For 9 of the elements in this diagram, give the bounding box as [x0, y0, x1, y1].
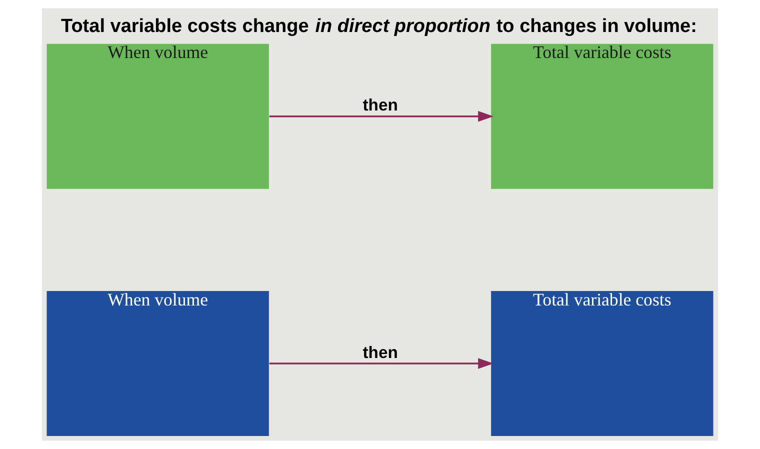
node-box: When volume [46, 44, 269, 189]
node-box: Total variable costs [491, 44, 714, 189]
arrow [269, 110, 494, 122]
node-box: When volume [46, 291, 269, 436]
node-box: Total variable costs [491, 291, 714, 436]
diagram-title: Total variable costs change in direct proportion to changes in volume: [61, 16, 697, 37]
edge-label: then [362, 96, 398, 115]
arrow [269, 358, 494, 369]
edge-label: then [362, 342, 398, 362]
